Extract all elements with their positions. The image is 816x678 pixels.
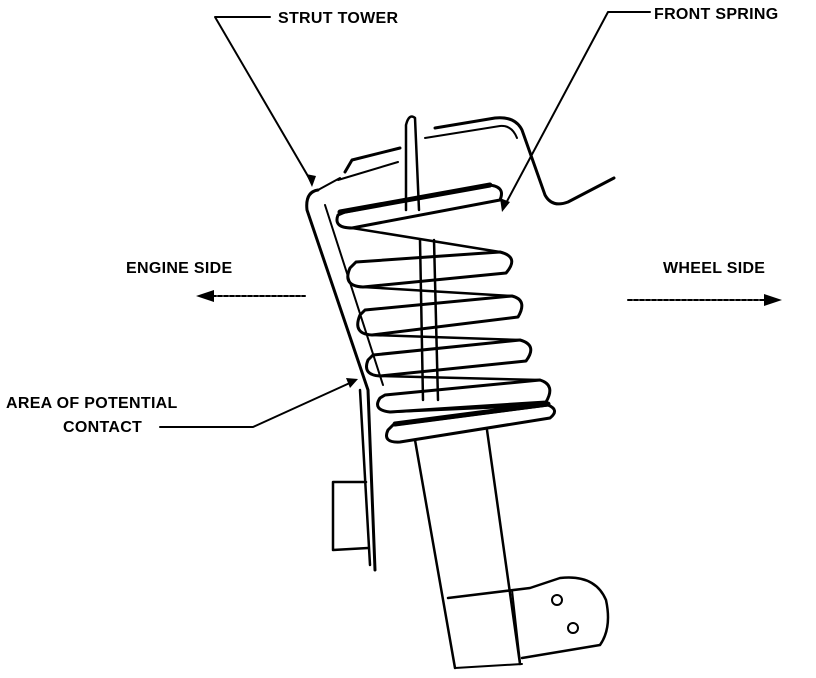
strut-tower-wall — [305, 177, 384, 572]
engine-side-arrow — [196, 290, 306, 302]
spring-coil-1 — [335, 183, 503, 230]
front-spring-label: FRONT SPRING — [654, 6, 779, 23]
bolt-hole-upper — [551, 594, 563, 606]
wheel-side-arrow — [627, 294, 782, 306]
spring-coil-3 — [356, 294, 524, 337]
contact-area-label-line1: AREA OF POTENTIAL — [6, 395, 178, 412]
piston-rod — [404, 115, 440, 402]
tower-lower-box — [331, 480, 370, 552]
spring-coil-6 — [385, 403, 556, 444]
spring-coil-5 — [376, 378, 552, 414]
leader-lines — [159, 11, 651, 428]
contact-area-label-line2: CONTACT — [63, 419, 142, 436]
arrow-left-icon — [196, 290, 214, 302]
spring-coil-4 — [365, 338, 533, 378]
bolt-hole-lower — [567, 622, 579, 634]
arrow-right-icon — [764, 294, 782, 306]
coil-spring — [335, 182, 556, 444]
steering-knuckle-bracket — [446, 576, 610, 660]
spring-coil-2 — [346, 250, 514, 289]
strut-tower-label: STRUT TOWER — [278, 10, 398, 27]
wheel-side-label: WHEEL SIDE — [663, 260, 765, 277]
strut-body — [413, 428, 610, 670]
upper-spring-mount — [337, 116, 616, 206]
engine-side-label: ENGINE SIDE — [126, 260, 232, 277]
